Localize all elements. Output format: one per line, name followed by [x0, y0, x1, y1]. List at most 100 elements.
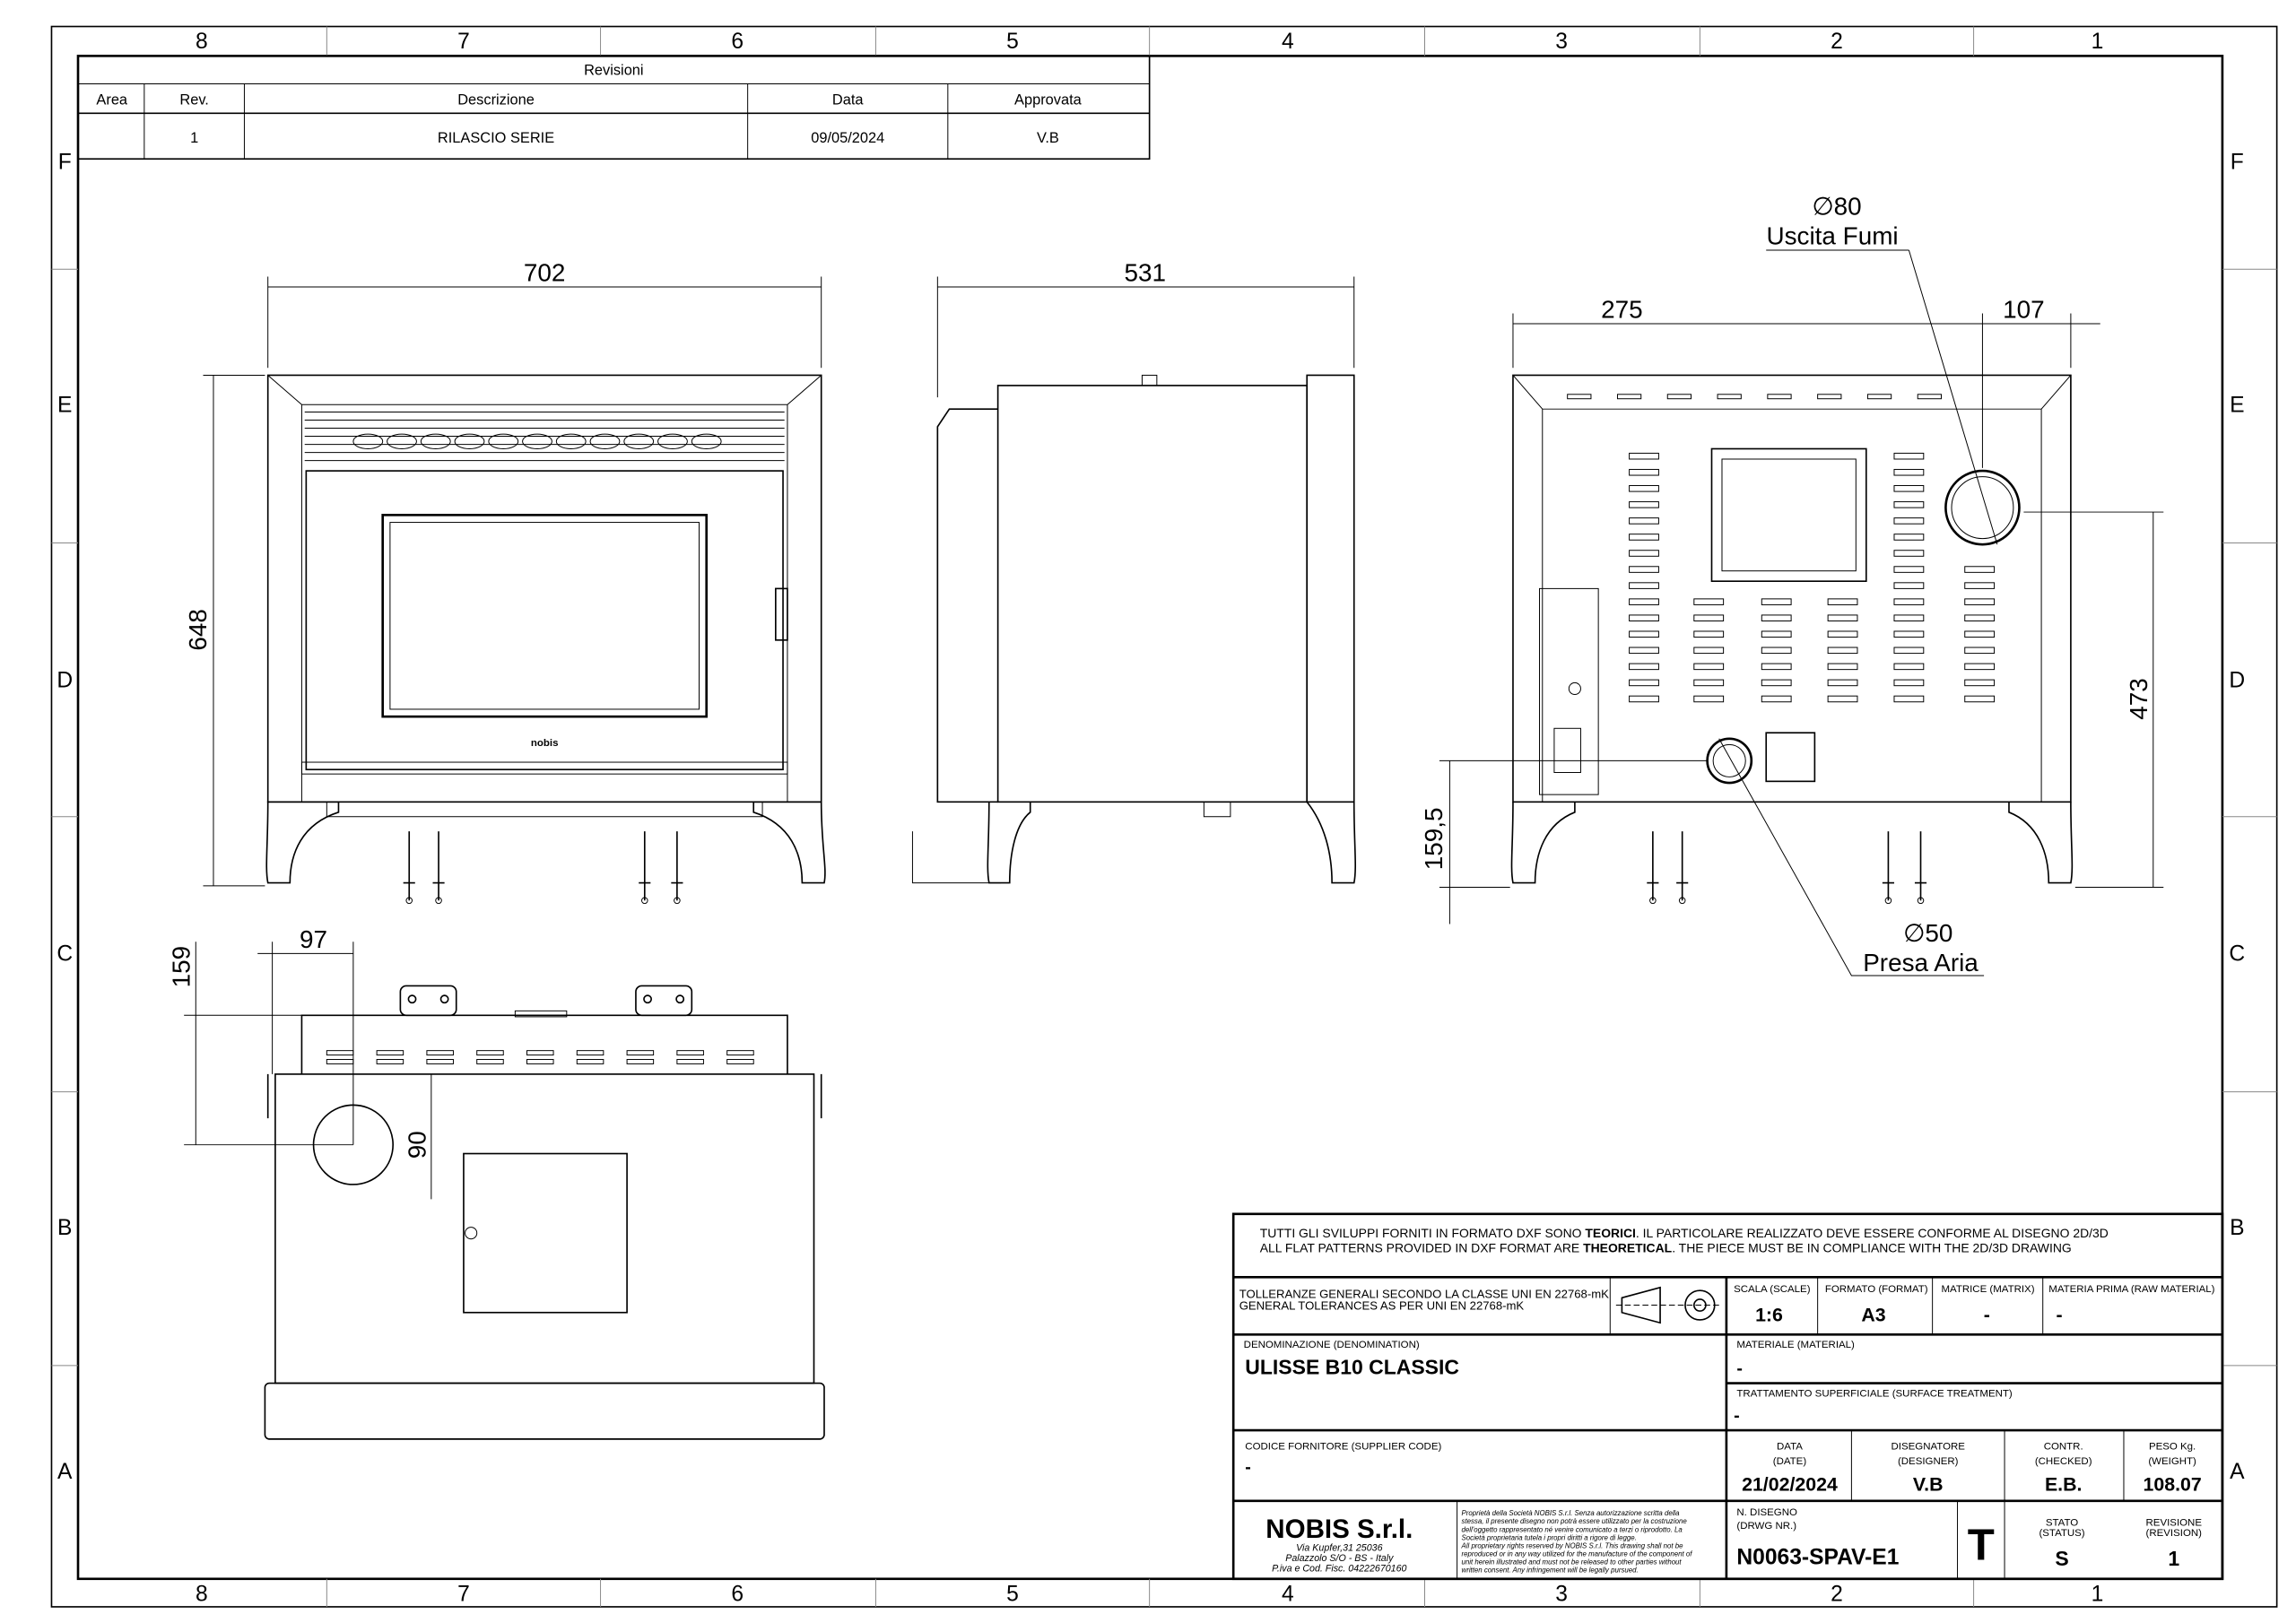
- revision-header-approved: Approvata: [1014, 92, 1083, 108]
- revision-row: 1 RILASCIO SERIE 09/05/2024 V.B: [190, 130, 1059, 146]
- revision-number: 1: [190, 130, 198, 146]
- material-value: -: [1736, 1359, 1743, 1379]
- designer-label: DISEGNATORE: [1892, 1441, 1966, 1452]
- grid-column-label: 5: [1006, 1582, 1019, 1606]
- grid-column-label: 4: [1282, 1582, 1294, 1606]
- legal-line: Società proprietaria tutela i propri dir…: [1462, 1533, 1637, 1541]
- title-block: TUTTI GLI SVILUPPI FORNITI IN FORMATO DX…: [1231, 1212, 2224, 1581]
- grid-column-label: 1: [2092, 1582, 2104, 1606]
- back-dimension-107: 107: [1950, 295, 2100, 369]
- grid-row-label: D: [57, 668, 73, 692]
- grid-column-label: 7: [457, 1582, 470, 1606]
- grid-row-label: A: [2230, 1460, 2245, 1484]
- grid-column-label: 1: [2092, 30, 2104, 54]
- grid-row-label: C: [2229, 942, 2245, 967]
- denomination-label: DENOMINAZIONE (DENOMINATION): [1244, 1340, 1420, 1350]
- dimension-159-5: 159,5: [1420, 807, 1448, 870]
- legal-line: stessa, il presente disegno non potrà es…: [1462, 1517, 1688, 1525]
- legal-line: All proprietary rights reserved by NOBIS…: [1461, 1541, 1684, 1549]
- grid-row-label: E: [57, 393, 72, 417]
- date-label: DATA: [1777, 1441, 1803, 1452]
- dimension-531: 531: [1124, 258, 1166, 286]
- flue-callout: ∅80 Uscita Fumi: [1766, 193, 1998, 545]
- back-dimension-275: 275: [1512, 295, 1983, 468]
- revision-header-description: Descrizione: [457, 92, 535, 108]
- weight-label-en: (WEIGHT): [2148, 1456, 2196, 1467]
- matrix-value: -: [1984, 1305, 1990, 1326]
- dimension-107: 107: [2003, 295, 2045, 323]
- front-height-dimension: 648: [184, 374, 265, 887]
- scale-value: 1:6: [1755, 1305, 1783, 1326]
- revision-date: 09/05/2024: [811, 130, 884, 146]
- revision-description: RILASCIO SERIE: [438, 130, 554, 146]
- grid-column-label: 2: [1831, 30, 1843, 54]
- air-name-label: Presa Aria: [1863, 949, 1979, 976]
- air-intake: [1706, 737, 1753, 785]
- denomination-value: ULISSE B10 CLASSIC: [1245, 1356, 1459, 1379]
- grid-row-label: F: [2231, 151, 2244, 175]
- grid-column-label: 4: [1282, 30, 1294, 54]
- scale-label: SCALA (SCALE): [1734, 1284, 1811, 1295]
- grid-row-label: D: [2229, 668, 2245, 692]
- drawing-number-label-en: (DRWG NR.): [1736, 1521, 1796, 1532]
- checked-value: E.B.: [2045, 1473, 2082, 1495]
- supplier-label: CODICE FORNITORE (SUPPLIER CODE): [1245, 1441, 1441, 1452]
- grid-column-label: 6: [731, 1582, 744, 1606]
- company-address-1: Via Kupfer,31 25036: [1296, 1543, 1382, 1554]
- top-dimension-97: 97: [257, 925, 354, 1145]
- status-label-en: (STATUS): [2039, 1528, 2084, 1539]
- grid-row-label: C: [57, 942, 73, 967]
- tolerance-english: GENERAL TOLERANCES AS PER UNI EN 22768-m…: [1239, 1298, 1525, 1312]
- tolerance-italian: TOLLERANZE GENERALI SECONDO LA CLASSE UN…: [1239, 1287, 1609, 1300]
- dimension-702: 702: [524, 258, 566, 286]
- grid-row-label: E: [2230, 393, 2244, 417]
- revision-table: Revisioni Area Rev. Descrizione Data App…: [77, 55, 1151, 161]
- revision-header-date: Data: [832, 92, 865, 108]
- weight-label: PESO Kg.: [2149, 1441, 2196, 1452]
- designer-value: V.B: [1913, 1473, 1944, 1495]
- front-width-dimension: 702: [267, 258, 822, 369]
- grid-column-label: 5: [1006, 30, 1019, 54]
- legal-line: reproduced or in any way utilized for th…: [1462, 1549, 1693, 1558]
- revision-approved: V.B: [1037, 130, 1059, 146]
- air-callout: ∅50 Presa Aria: [1718, 738, 1985, 976]
- company-address-2: Palazzolo S/O - BS - Italy: [1285, 1553, 1394, 1564]
- status-label: STATO: [2046, 1518, 2078, 1529]
- back-dimension-159-5: 159,5: [1420, 759, 1708, 924]
- grid-column-label: 8: [196, 30, 208, 54]
- side-depth-dimension: 531: [936, 258, 1355, 398]
- format-label: FORMATO (FORMAT): [1825, 1284, 1928, 1295]
- revision-label: REVISIONE: [2146, 1518, 2203, 1529]
- treatment-label: TRATTAMENTO SUPERFICIALE (SURFACE TREATM…: [1736, 1388, 2013, 1399]
- top-view: 97 159 90: [168, 925, 825, 1440]
- company-name: NOBIS S.r.l.: [1265, 1515, 1413, 1544]
- drawing-number: N0063-SPAV-E1: [1736, 1545, 1899, 1569]
- dxf-note-italian: TUTTI GLI SVILUPPI FORNITI IN FORMATO DX…: [1260, 1226, 2109, 1240]
- legal-line: dell'oggetto rappresentato né venire com…: [1462, 1525, 1683, 1533]
- drawing-type-letter: T: [1968, 1520, 1995, 1569]
- status-value: S: [2055, 1547, 2068, 1570]
- back-view: 275 107 473 159,5 ∅80 Uscita Fumi ∅50 Pr…: [1420, 193, 2164, 976]
- grid-row-label: F: [58, 151, 72, 175]
- revision-header-rev: Rev.: [179, 92, 209, 108]
- grid-column-label: 3: [1555, 30, 1568, 54]
- company-vat: P.iva e Cod. Fisc. 04222670160: [1272, 1564, 1406, 1575]
- grid-column-label: 6: [731, 30, 744, 54]
- format-value: A3: [1861, 1305, 1885, 1326]
- drawing-number-label: N. DISEGNO: [1736, 1507, 1797, 1518]
- front-grille: [304, 411, 785, 462]
- dxf-note-english: ALL FLAT PATTERNS PROVIDED IN DXF FORMAT…: [1260, 1240, 2072, 1254]
- dimension-473: 473: [2125, 678, 2152, 720]
- stove-logo: nobis: [531, 738, 559, 749]
- grid-row-label: B: [57, 1216, 72, 1240]
- back-vents: [1567, 394, 1996, 703]
- top-dimension-159: 159: [168, 942, 353, 1146]
- air-diameter-label: ∅50: [1903, 919, 1952, 947]
- flue-name-label: Uscita Fumi: [1766, 221, 1898, 249]
- date-label-en: (DATE): [1773, 1456, 1807, 1467]
- side-view: 531: [911, 258, 1357, 884]
- grid-column-label: 7: [457, 30, 470, 54]
- grid-column-label: 3: [1555, 1582, 1568, 1606]
- back-dimension-473: 473: [2023, 511, 2164, 889]
